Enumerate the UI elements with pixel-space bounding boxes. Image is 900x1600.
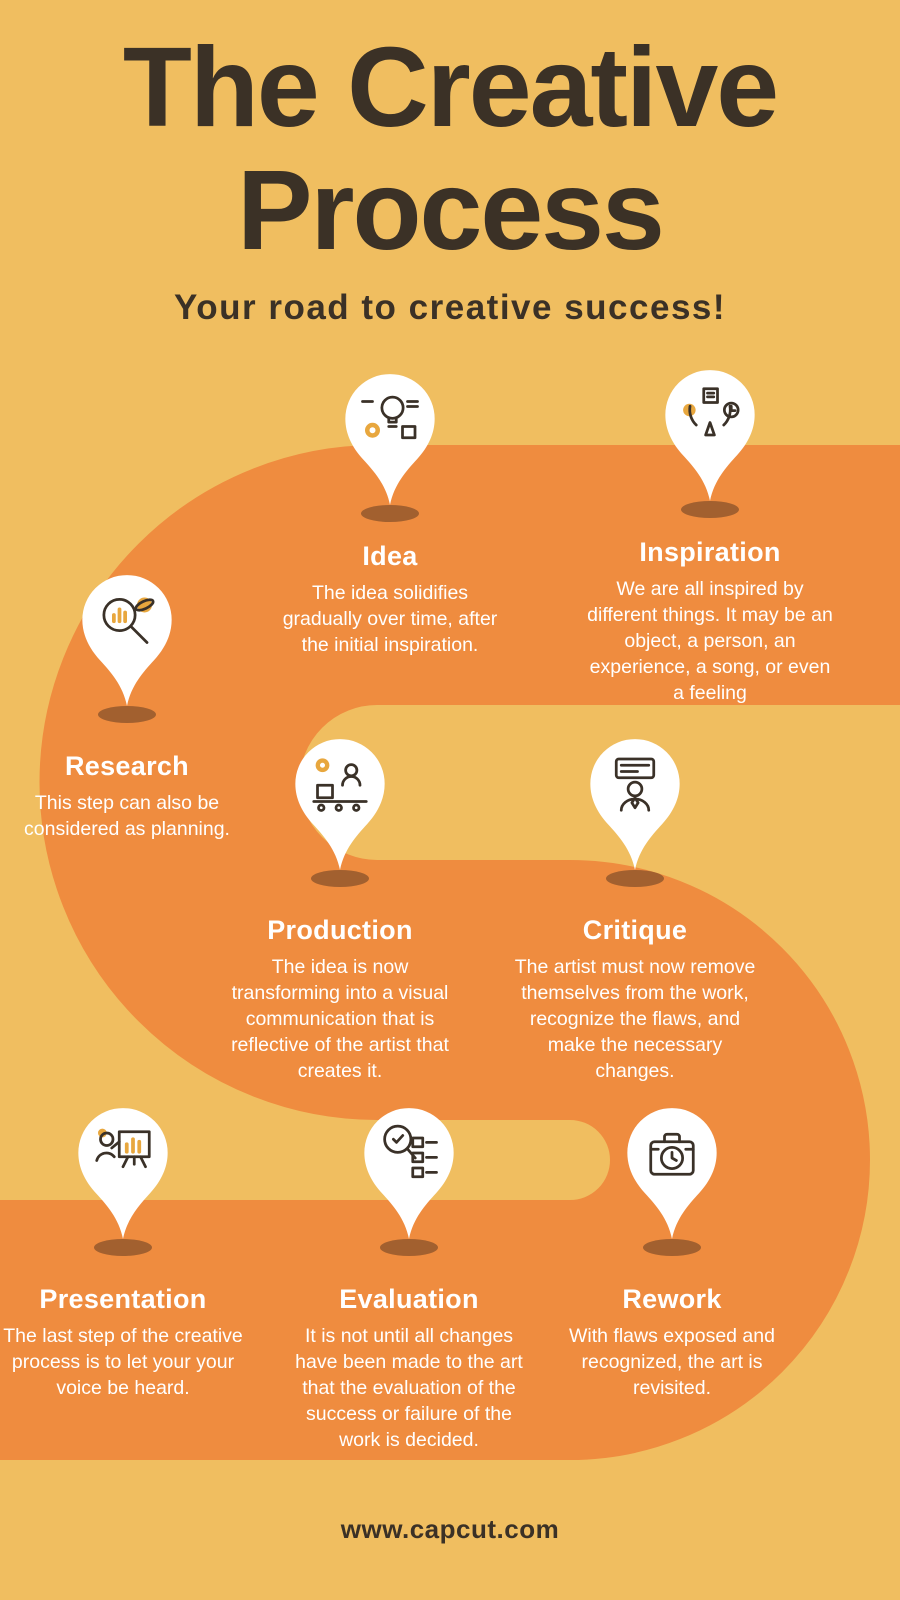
map-pin-inspiration <box>655 368 765 520</box>
step-idea: Idea The idea solidifies gradually over … <box>275 372 505 659</box>
map-pin-rework <box>617 1106 727 1258</box>
header: The Creative Process Your road to creati… <box>0 24 900 328</box>
pin-shadow <box>380 1239 438 1256</box>
step-title: Critique <box>582 915 688 945</box>
factory-conveyor-icon <box>312 758 368 812</box>
pin-shadow <box>98 706 156 723</box>
step-evaluation: Evaluation It is not until all changes h… <box>283 1106 535 1454</box>
step-description: The idea is now transforming into a visu… <box>231 956 449 1082</box>
pin-shadow <box>681 501 739 518</box>
step-title: Rework <box>622 1284 722 1314</box>
map-pin-evaluation <box>354 1106 464 1258</box>
step-description: The last step of the creative process is… <box>3 1325 243 1399</box>
step-description: The artist must now remove themselves fr… <box>514 956 756 1082</box>
step-research: Research This step can also be considere… <box>10 573 244 843</box>
step-description: This step can also be considered as plan… <box>24 792 230 840</box>
page-subtitle: Your road to creative success! <box>173 288 727 328</box>
magnifier-checklist-icon <box>383 1124 438 1179</box>
step-presentation: Presentation The last step of the creati… <box>2 1106 244 1402</box>
map-pin-research <box>72 573 182 725</box>
step-title: Evaluation <box>339 1284 479 1314</box>
step-description: With flaws exposed and recognized, the a… <box>569 1325 775 1399</box>
road-path <box>0 445 900 1460</box>
map-pin-presentation <box>68 1106 178 1258</box>
map-pin <box>364 1108 454 1239</box>
step-production: Production The idea is now transforming … <box>224 737 456 1085</box>
step-title: Production <box>267 915 413 945</box>
step-description: It is not until all changes have been ma… <box>295 1325 523 1451</box>
toolbox-clock-icon <box>649 1132 695 1176</box>
pin-shadow <box>94 1239 152 1256</box>
step-title: Idea <box>362 541 418 571</box>
map-pin <box>590 739 680 870</box>
pin-shadow <box>311 870 369 887</box>
step-title: Research <box>65 751 189 781</box>
page-title-line2: Process <box>237 147 665 274</box>
step-description: The idea solidifies gradually over time,… <box>282 582 498 656</box>
pin-shadow <box>606 870 664 887</box>
step-rework: Rework With flaws exposed and recognized… <box>556 1106 788 1402</box>
pin-shadow <box>643 1239 701 1256</box>
page-title-line1: The Creative <box>122 24 779 150</box>
footer-url: www.capcut.com <box>340 1514 560 1544</box>
step-inspiration: Inspiration We are all inspired by diffe… <box>583 368 837 707</box>
step-critique: Critique The artist must now remove them… <box>508 737 762 1085</box>
map-pin-critique <box>580 737 690 889</box>
step-title: Presentation <box>39 1284 207 1314</box>
inspiration-cycle-icon <box>683 387 740 437</box>
critic-person-board-icon <box>614 757 656 812</box>
pencil-lightbulb-gear-icon <box>361 395 419 440</box>
map-pin-idea <box>335 372 445 524</box>
step-title: Inspiration <box>639 537 781 567</box>
magnifier-chart-icon <box>102 597 155 644</box>
step-description: We are all inspired by different things.… <box>587 578 833 704</box>
map-pin-production <box>285 737 395 889</box>
pin-shadow <box>361 505 419 522</box>
presenter-whiteboard-icon <box>95 1128 151 1169</box>
